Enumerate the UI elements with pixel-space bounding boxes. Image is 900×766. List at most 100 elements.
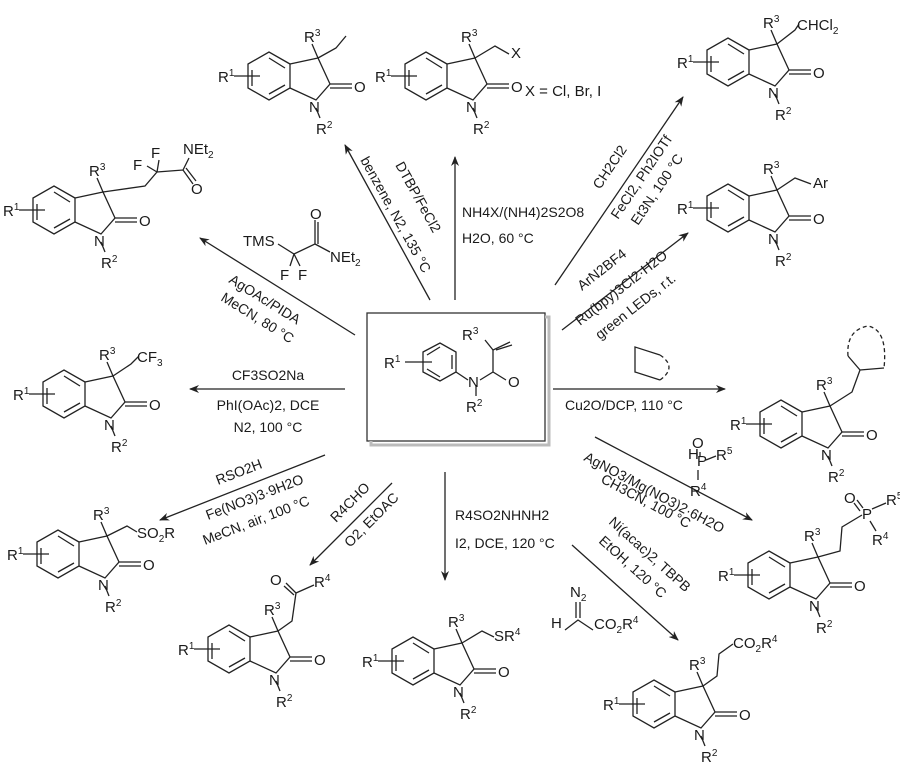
svg-text:O: O [813,211,825,228]
conditions-difluoro: AgOAc/PIDA MeCN, 80 °C [218,271,304,346]
svg-text:CF3: CF3 [137,349,163,369]
svg-text:R2: R2 [316,120,333,138]
svg-text:O: O [310,206,322,223]
svg-text:X: X [511,45,521,62]
svg-text:O: O [844,490,856,507]
svg-text:R4SO2NHNH2: R4SO2NHNH2 [455,507,549,523]
conditions-aryl: ArN2BF4 Ru(bpy)3Cl2·H2O green LEDs, r.t. [572,245,679,342]
svg-text:R2: R2 [816,619,833,637]
reagent-phosphine-oxide: H O P R5 R4 [688,435,733,500]
svg-text:Cu2O/DCP, 110 °C: Cu2O/DCP, 110 °C [565,397,683,413]
svg-text:R2: R2 [101,254,118,272]
svg-text:Ar: Ar [813,175,828,192]
product-dichloroethyl: CHCl2 R1 R3 N O R2 [677,14,839,124]
svg-text:N2, 100 °C: N2, 100 °C [234,419,303,435]
o-label: O [508,374,520,391]
svg-text:R1: R1 [3,202,20,220]
arrow-down-right [571,544,679,641]
svg-text:R5: R5 [716,446,733,464]
svg-text:R2: R2 [775,252,792,270]
conditions-cycloalkyl: Cu2O/DCP, 110 °C [565,397,683,413]
r3-label: R3 [462,326,479,344]
svg-text:R1: R1 [603,696,620,714]
svg-text:SO2R: SO2R [137,525,175,545]
svg-text:N: N [809,598,820,615]
svg-text:TMS: TMS [243,233,275,250]
arrow-up-right [554,96,684,286]
product-thiomethyl: SR4 R1 R3 N O R2 [362,613,521,723]
svg-text:O: O [692,435,704,452]
svg-text:F: F [151,145,160,162]
svg-text:R2: R2 [828,468,845,486]
arrow-left-up [199,237,356,336]
svg-text:O: O [866,427,878,444]
svg-text:R3: R3 [689,656,706,674]
svg-text:CF3SO2Na: CF3SO2Na [232,367,305,383]
r1-label: R1 [384,354,401,372]
svg-text:CO2R4: CO2R4 [733,634,778,655]
svg-text:F: F [298,267,307,284]
svg-text:R3: R3 [804,527,821,545]
svg-text:R2: R2 [105,598,122,616]
svg-text:NEt2: NEt2 [183,141,214,161]
svg-text:R3: R3 [763,14,780,32]
svg-text:R2: R2 [473,120,490,138]
svg-text:R3: R3 [461,28,478,46]
product-cycloalkylmethyl: R1 R3 N O R2 [730,325,886,486]
arrow-up-left [344,144,431,301]
svg-text:N: N [466,99,477,116]
svg-text:N2: N2 [570,584,587,604]
svg-text:N: N [269,672,280,689]
svg-text:N: N [309,99,320,116]
product-difluoroamide: NEt2 O F F R1 R3 N O R2 [3,141,214,272]
r2-label: R2 [466,398,483,416]
svg-text:CO2R4: CO2R4 [594,615,639,636]
svg-text:NH4X/(NH4)2S2O8: NH4X/(NH4)2S2O8 [462,204,584,220]
product-halomethyl: X R1 R3 N O R2 [375,28,523,138]
reagent-difluoroamide: TMS O NEt2 F F [243,206,361,284]
svg-text:SR4: SR4 [494,627,521,645]
svg-text:NEt2: NEt2 [330,249,361,269]
svg-text:H: H [551,615,562,632]
halide-note: X = Cl, Br, I [525,83,601,100]
conditions-alkyl: DTBP/FeCl2 benzene, N2, 135 °C [357,154,444,276]
svg-text:O: O [813,65,825,82]
svg-text:I2, DCE, 120 °C: I2, DCE, 120 °C [455,535,555,551]
svg-text:N: N [98,577,109,594]
conditions-thio: R4SO2NHNH2 I2, DCE, 120 °C [455,507,555,551]
svg-text:O: O [354,79,366,96]
product-trifluoroethyl: CF3 R1 R3 N O R2 [13,346,163,456]
svg-text:N: N [768,231,779,248]
svg-text:F: F [280,267,289,284]
svg-text:R3: R3 [89,162,106,180]
svg-text:R1: R1 [218,68,235,86]
conditions-acyl: R4CHO O2, EtOAC [327,479,402,550]
svg-text:PhI(OAc)2, DCE: PhI(OAc)2, DCE [217,397,320,413]
starting-material: R1 N O R2 R3 [366,312,551,447]
svg-text:R3: R3 [763,160,780,178]
svg-text:O: O [854,578,866,595]
svg-text:R3: R3 [99,346,116,364]
product-sulfonylmethyl: SO2R R1 R3 N O R2 [7,506,175,616]
svg-text:O: O [270,572,282,589]
svg-text:O: O [191,181,203,198]
svg-text:R4: R4 [690,482,707,500]
svg-text:O: O [149,397,161,414]
reagent-diazoester: N2 H CO2R4 [551,584,639,636]
reagent-cycloalkane [634,346,670,381]
svg-text:R2: R2 [111,438,128,456]
svg-text:R1: R1 [677,200,694,218]
svg-text:H2O, 60 °C: H2O, 60 °C [462,230,534,246]
svg-text:R3: R3 [304,28,321,46]
svg-text:O: O [511,79,523,96]
arrow-right-down [594,436,753,521]
arrow-down-left [309,482,393,566]
conditions-trifluoro: CF3SO2Na PhI(OAc)2, DCE N2, 100 °C [217,367,320,435]
svg-text:R1: R1 [718,567,735,585]
svg-text:N: N [821,447,832,464]
product-ethyl: R1 R3 N O R2 [218,28,366,138]
svg-text:R3: R3 [816,376,833,394]
svg-text:R1: R1 [13,386,30,404]
svg-text:R1: R1 [375,68,392,86]
